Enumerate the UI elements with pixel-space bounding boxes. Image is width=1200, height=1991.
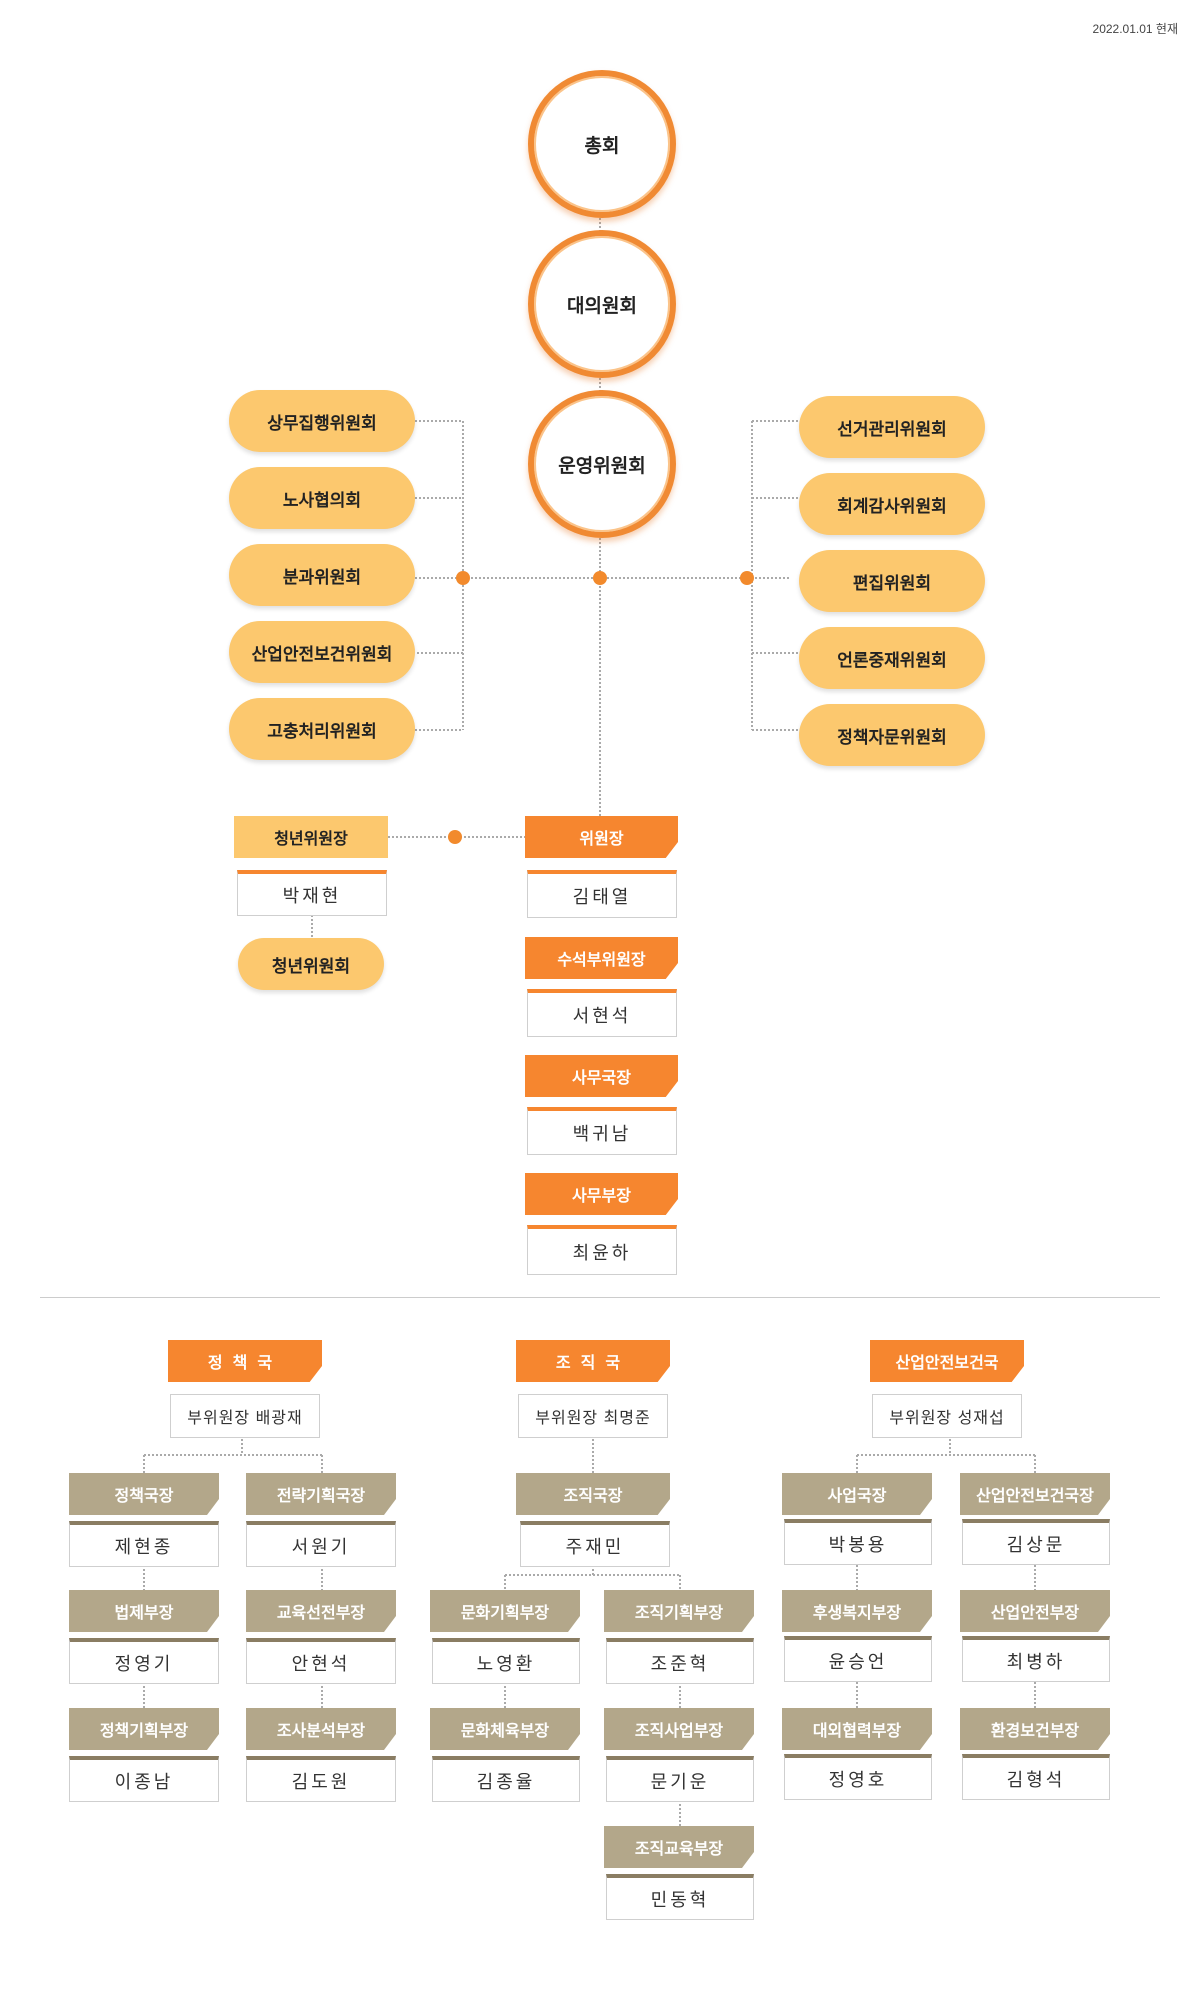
youth-chair-name: 박재현 bbox=[237, 870, 387, 916]
org-education-manager-name: 민동혁 bbox=[606, 1874, 754, 1920]
committee-audit: 회계감사위원회 bbox=[799, 473, 985, 535]
deputy-secretary-name: 최윤하 bbox=[527, 1225, 677, 1275]
junction-dot-youth bbox=[448, 830, 462, 844]
org-projects-manager-name: 문기운 bbox=[606, 1756, 754, 1802]
youth-chair-title: 청년위원장 bbox=[234, 816, 388, 858]
junction-dot-right bbox=[740, 571, 754, 585]
committee-press-arbitration: 언론중재위원회 bbox=[799, 627, 985, 689]
research-analysis-manager-title: 조사분석부장 bbox=[246, 1708, 396, 1750]
safety-bureau-vice-chair: 부위원장 성재섭 bbox=[872, 1394, 1022, 1438]
policy-planning-manager-title: 정책기획부장 bbox=[69, 1708, 219, 1750]
environmental-health-manager-name: 김형석 bbox=[962, 1754, 1110, 1800]
committee-policy-advisory: 정책자문위원회 bbox=[799, 704, 985, 766]
culture-planning-manager-title: 문화기획부장 bbox=[430, 1590, 580, 1632]
operating-committee-node: 운영위원회 bbox=[528, 390, 676, 538]
safety-director-title: 산업안전보건국장 bbox=[960, 1473, 1110, 1515]
committee-safety-health: 산업안전보건위원회 bbox=[229, 621, 415, 683]
projects-director-title: 사업국장 bbox=[782, 1473, 932, 1515]
committee-standing-executive: 상무집행위원회 bbox=[229, 390, 415, 452]
policy-director-title: 정책국장 bbox=[69, 1473, 219, 1515]
org-bureau-vice-chair: 부위원장 최명준 bbox=[518, 1394, 668, 1438]
strategy-director-title: 전략기획국장 bbox=[246, 1473, 396, 1515]
policy-director-name: 제현종 bbox=[69, 1521, 219, 1567]
external-relations-manager-title: 대외협력부장 bbox=[782, 1708, 932, 1750]
culture-planning-manager-name: 노영환 bbox=[432, 1638, 580, 1684]
legal-manager-name: 정영기 bbox=[69, 1638, 219, 1684]
industrial-safety-manager-title: 산업안전부장 bbox=[960, 1590, 1110, 1632]
junction-dot-left bbox=[456, 571, 470, 585]
as-of-date: 2022.01.01 현재 bbox=[1092, 22, 1178, 36]
org-planning-manager-name: 조준혁 bbox=[606, 1638, 754, 1684]
delegates-council-node: 대의원회 bbox=[528, 230, 676, 378]
environmental-health-manager-title: 환경보건부장 bbox=[960, 1708, 1110, 1750]
secretary-general-title: 사무국장 bbox=[525, 1055, 678, 1097]
legal-manager-title: 법제부장 bbox=[69, 1590, 219, 1632]
chair-title: 위원장 bbox=[525, 816, 678, 858]
policy-planning-manager-name: 이종남 bbox=[69, 1756, 219, 1802]
culture-sports-manager-name: 김종율 bbox=[432, 1756, 580, 1802]
research-analysis-manager-name: 김도원 bbox=[246, 1756, 396, 1802]
org-planning-manager-title: 조직기획부장 bbox=[604, 1590, 754, 1632]
senior-vice-chair-title: 수석부위원장 bbox=[525, 937, 678, 979]
education-propaganda-manager-name: 안현석 bbox=[246, 1638, 396, 1684]
committee-editorial: 편집위원회 bbox=[799, 550, 985, 612]
policy-bureau-title: 정책국 bbox=[168, 1340, 322, 1382]
committee-subcommittee: 분과위원회 bbox=[229, 544, 415, 606]
committee-labor-management: 노사협의회 bbox=[229, 467, 415, 529]
culture-sports-manager-title: 문화체육부장 bbox=[430, 1708, 580, 1750]
welfare-manager-name: 윤승언 bbox=[784, 1636, 932, 1682]
secretary-general-name: 백귀남 bbox=[527, 1107, 677, 1155]
strategy-director-name: 서원기 bbox=[246, 1521, 396, 1567]
committee-election: 선거관리위원회 bbox=[799, 396, 985, 458]
safety-bureau-title: 산업안전보건국 bbox=[870, 1340, 1024, 1382]
junction-dot-center bbox=[593, 571, 607, 585]
industrial-safety-manager-name: 최병하 bbox=[962, 1636, 1110, 1682]
org-director-name: 주재민 bbox=[520, 1521, 670, 1567]
projects-director-name: 박봉용 bbox=[784, 1519, 932, 1565]
deputy-secretary-title: 사무부장 bbox=[525, 1173, 678, 1215]
youth-committee: 청년위원회 bbox=[238, 938, 384, 990]
org-bureau-title: 조직국 bbox=[516, 1340, 670, 1382]
safety-director-name: 김상문 bbox=[962, 1519, 1110, 1565]
education-propaganda-manager-title: 교육선전부장 bbox=[246, 1590, 396, 1632]
welfare-manager-title: 후생복지부장 bbox=[782, 1590, 932, 1632]
external-relations-manager-name: 정영호 bbox=[784, 1754, 932, 1800]
org-education-manager-title: 조직교육부장 bbox=[604, 1826, 754, 1868]
senior-vice-chair-name: 서현석 bbox=[527, 989, 677, 1037]
general-assembly-node: 총회 bbox=[528, 70, 676, 218]
chair-name: 김태열 bbox=[527, 870, 677, 918]
section-divider bbox=[40, 1297, 1160, 1298]
org-projects-manager-title: 조직사업부장 bbox=[604, 1708, 754, 1750]
org-director-title: 조직국장 bbox=[516, 1473, 670, 1515]
committee-grievance: 고충처리위원회 bbox=[229, 698, 415, 760]
policy-bureau-vice-chair: 부위원장 배광재 bbox=[170, 1394, 320, 1438]
